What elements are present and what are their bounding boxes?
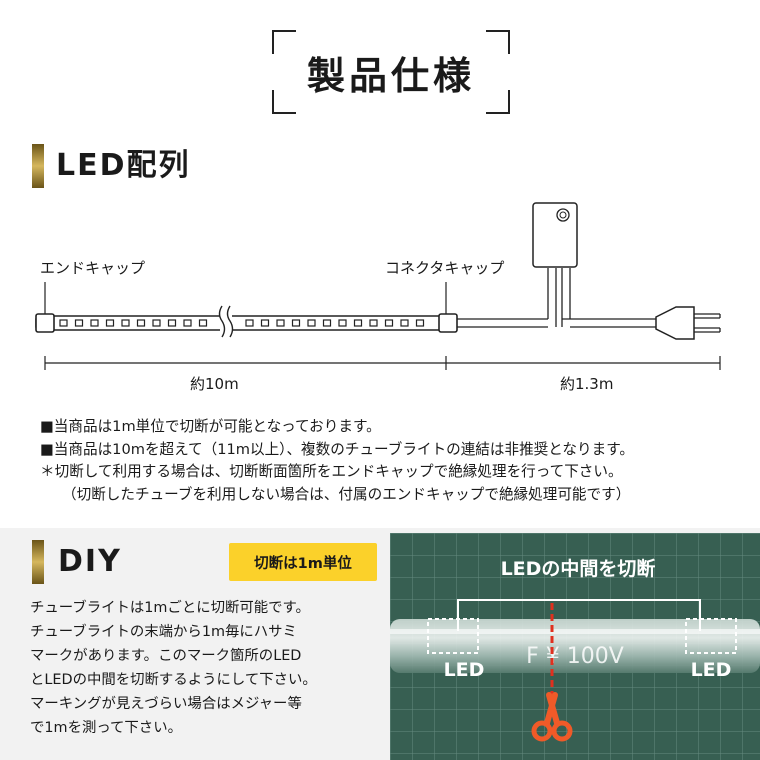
led-chip: [322, 319, 332, 327]
led-chip: [276, 319, 285, 327]
section-bar-icon: [32, 144, 44, 188]
diy-description: チューブライトは1mごとに切断可能です。 チューブライトの末端から1m毎にハサミ…: [30, 596, 317, 740]
led-chip: [152, 319, 161, 327]
led-label-right: LED: [691, 659, 732, 681]
end-cap: [35, 313, 55, 333]
cut-photo: F ¥ 100V LEDの中間を切断 LED LED: [390, 533, 760, 760]
led-diagram: [35, 202, 721, 370]
title-box: 製品仕様: [272, 30, 510, 114]
led-box-right: [685, 618, 737, 654]
diy-line: マーキングが見えづらい場合はメジャー等: [30, 696, 302, 712]
note-line: （切断したチューブを利用しない場合は、付属のエンドキャップで絶縁処理可能です）: [62, 485, 631, 503]
led-chip: [59, 319, 68, 327]
section-bar-icon: [32, 540, 44, 584]
notes-block: ■当商品は1m単位で切断が可能となっております。 ■当商品は10mを超えて（11…: [40, 416, 634, 506]
led-chip: [291, 319, 301, 327]
led-chip: [384, 319, 394, 327]
led-chip: [338, 319, 347, 327]
led-section-heading: LED配列: [56, 148, 191, 183]
span-bracket: [457, 599, 701, 631]
note-line: ■当商品は10mを超えて（11m以上）、複数のチューブライトの連結は非推奨となり…: [40, 440, 634, 458]
led-chips: [59, 319, 425, 327]
diy-line: で1mを測って下さい。: [30, 720, 182, 736]
tube-print: F ¥ 100V: [526, 644, 624, 669]
led-chip: [400, 319, 409, 327]
led-chip: [245, 319, 254, 327]
connector-cap-label: コネクタキャップ: [385, 259, 505, 277]
diy-line: マークがあります。このマーク箇所のLED: [30, 648, 302, 664]
scissors-icon: [531, 692, 573, 742]
led-chip: [260, 319, 270, 327]
led-chip: [121, 319, 130, 327]
led-chip: [307, 319, 316, 327]
led-chip: [198, 319, 208, 327]
led-chip: [105, 319, 115, 327]
led-chip: [74, 319, 84, 327]
diy-line: チューブライトは1mごとに切断可能です。: [30, 600, 310, 616]
cord-length-label: 約1.3m: [560, 375, 614, 393]
controller-box: [532, 202, 578, 268]
cut-unit-badge: 切断は1m単位: [229, 543, 377, 581]
led-chip: [353, 319, 363, 327]
led-chip: [90, 319, 99, 327]
end-cap-label: エンドキャップ: [40, 259, 146, 277]
led-box-left: [427, 618, 479, 654]
diy-section-heading: DIY: [58, 544, 122, 579]
note-line: ■当商品は1m単位で切断が可能となっております。: [40, 418, 381, 435]
plug-icon: [655, 306, 695, 340]
tube-length-label: 約10m: [190, 375, 239, 393]
led-chip: [167, 319, 177, 327]
led-chip: [369, 319, 378, 327]
diy-line: とLEDの中間を切断するようにして下さい。: [30, 672, 317, 688]
led-chip: [415, 319, 425, 327]
photo-caption: LEDの中間を切断: [501, 557, 656, 580]
connector-cap: [438, 313, 458, 333]
note-line: ＊切断して利用する場合は、切断断面箇所をエンドキャップで絶縁処理を行って下さい。: [40, 463, 623, 480]
led-chip: [183, 319, 192, 327]
led-chip: [136, 319, 146, 327]
diy-line: チューブライトの末端から1m毎にハサミ: [30, 624, 297, 640]
page-title: 製品仕様: [306, 53, 475, 98]
led-label-left: LED: [444, 659, 485, 681]
